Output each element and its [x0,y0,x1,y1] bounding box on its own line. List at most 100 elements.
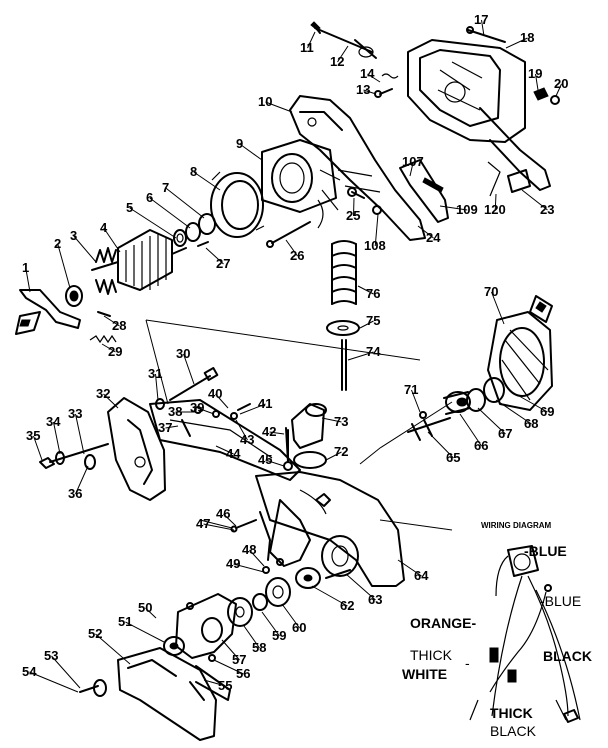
callout-p12: 12 [330,54,344,69]
callout-p17: 17 [474,12,488,27]
leader-p47 [203,523,235,531]
guard-plate-part [175,593,237,659]
callout-p25: 25 [346,208,360,223]
callout-p56: 56 [236,666,250,681]
callout-p62: 62 [340,598,354,613]
leader-p40 [215,393,229,409]
callout-p55: 55 [218,678,232,693]
leader-p120 [494,193,497,211]
callout-p47: 47 [196,516,210,531]
wire-label-black: BLACK [543,648,592,664]
callout-p32: 32 [96,386,110,401]
callout-p64: 64 [414,568,429,583]
callout-p31: 31 [148,366,162,381]
callout-p37: 37 [158,420,172,435]
leader-p28 [103,315,120,327]
callout-p5: 5 [126,200,133,215]
callout-p8: 8 [190,164,197,179]
leader-p72 [325,451,342,461]
leader-p67 [477,407,506,435]
callout-p23: 23 [540,202,554,217]
bearing-2-part [65,285,83,307]
callout-p57: 57 [232,652,246,667]
wire-label-white-dash: - [465,655,470,671]
leader-p52 [95,633,131,665]
leader-p50 [145,607,157,619]
callout-p42: 42 [262,424,276,439]
callout-p20: 20 [554,76,568,91]
leader-p3 [73,235,97,263]
callout-p46: 46 [216,506,230,521]
callout-p6: 6 [146,190,153,205]
callout-p107: 107 [402,154,424,169]
callout-p10: 10 [258,94,272,109]
callout-p59: 59 [272,628,286,643]
leader-lines [25,19,562,693]
callout-p72: 72 [334,444,348,459]
leader-p19 [535,73,539,91]
leader-p7 [165,187,205,219]
fan-baffle-part [210,171,265,238]
callout-p48: 48 [242,542,256,557]
callout-p75: 75 [366,313,380,328]
leader-p12 [337,45,349,63]
dust-elbow-part [287,403,327,469]
wire-label-blue-mid: -BLUE [540,593,581,609]
screw-108-part [372,205,382,215]
leader-p64 [397,559,422,577]
lower-guard-part [117,647,231,741]
leader-p2 [57,243,71,289]
callout-p45: 45 [258,452,272,467]
blade-guard-part [255,471,405,587]
callout-p68: 68 [524,416,538,431]
gear-set-part [443,377,505,415]
leader-p29 [101,343,116,353]
callout-p43: 43 [240,432,254,447]
leader-p1 [25,267,31,293]
wiring-diagram [469,545,581,723]
callout-p1: 1 [22,260,29,275]
wiring-title: WIRING DIAGRAM [481,521,552,530]
screw-26-part [266,221,311,248]
leader-p20 [555,83,562,97]
callout-p29: 29 [108,344,122,359]
leader-p76 [357,285,374,295]
leader-p4 [103,227,121,253]
callout-p51: 51 [118,614,132,629]
leader-p75 [359,320,374,329]
leader-p23 [521,189,548,211]
callout-p28: 28 [112,318,126,333]
callout-p38: 38 [168,404,182,419]
leader-p42 [269,431,285,435]
callout-p36: 36 [68,486,82,501]
gear-housing-part [487,295,553,411]
leader-p27 [205,247,224,265]
wire-label-thick-black-1: THICK [490,705,533,721]
callout-p60: 60 [292,620,306,635]
callout-p54: 54 [22,664,37,679]
callout-p40: 40 [208,386,222,401]
leader-p65 [427,431,454,459]
leader-p66 [459,413,482,447]
callout-p70: 70 [484,284,498,299]
leader-p31 [155,373,159,401]
callout-p2: 2 [54,236,61,251]
bearing-part [173,213,216,247]
brush-cap-part [533,87,560,105]
leader-p71 [411,389,421,413]
callout-p53: 53 [44,648,58,663]
leader-p60 [281,603,300,629]
callout-p11: 11 [300,40,314,55]
callout-p7: 7 [162,180,169,195]
wire-label-blue-top: -BLUE [524,543,567,559]
assembly-lines [145,319,453,531]
callout-p120: 120 [484,202,506,217]
leader-p13 [363,89,377,95]
leader-p108 [374,213,379,247]
screw-53-part [79,679,107,697]
callout-p65: 65 [446,450,460,465]
callout-p14: 14 [360,66,375,81]
callout-p71: 71 [404,382,418,397]
callout-p34: 34 [46,414,61,429]
